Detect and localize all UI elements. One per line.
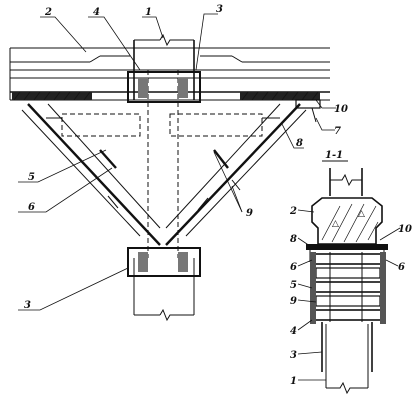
top-collar — [127, 71, 201, 103]
section-head: △ △ — [311, 197, 383, 245]
label-6: 6 — [28, 202, 35, 213]
main-elevation: 2 4 1 3 10 7 8 5 6 9 3 — [9, 4, 348, 322]
bottom-collar — [127, 247, 201, 277]
label-4: 4 — [93, 7, 100, 18]
callout-labels: 2 4 1 3 10 7 8 5 6 9 3 — [24, 4, 348, 311]
section-label-10: 10 — [398, 224, 412, 235]
section-label-6-right: 6 — [398, 262, 405, 273]
label-10: 10 — [334, 104, 348, 115]
svg-text:△: △ — [358, 209, 365, 219]
section-label-9: 9 — [290, 296, 297, 307]
label-3-bottom: 3 — [24, 300, 31, 311]
section-label-4: 4 — [290, 326, 297, 337]
section-label-3: 3 — [290, 350, 297, 361]
right-end-detail — [295, 99, 321, 123]
label-2: 2 — [44, 7, 52, 18]
label-9: 9 — [246, 208, 253, 219]
label-8: 8 — [296, 138, 303, 149]
section-title: 1-1 — [325, 150, 343, 161]
diagonal-struts — [21, 103, 307, 246]
section-label-5: 5 — [290, 280, 297, 291]
section-label-8: 8 — [290, 234, 297, 245]
leader-lines — [18, 13, 336, 311]
section-plates — [310, 252, 386, 324]
svg-text:△: △ — [332, 219, 339, 229]
label-1: 1 — [145, 7, 152, 18]
column — [133, 33, 195, 322]
bearing-pads — [12, 91, 320, 101]
transverse-bar — [46, 113, 280, 137]
section-label-2: 2 — [289, 206, 297, 217]
section-label-1: 1 — [290, 376, 297, 387]
section-leaders — [297, 209, 401, 381]
section-label-6-left: 6 — [290, 262, 297, 273]
section-labels: 2 8 10 6 6 5 9 4 3 1 — [289, 206, 412, 387]
label-3-top: 3 — [216, 4, 223, 15]
label-5: 5 — [28, 172, 35, 183]
section-1-1: 1-1 △ △ — [289, 150, 412, 395]
label-7: 7 — [334, 126, 341, 137]
